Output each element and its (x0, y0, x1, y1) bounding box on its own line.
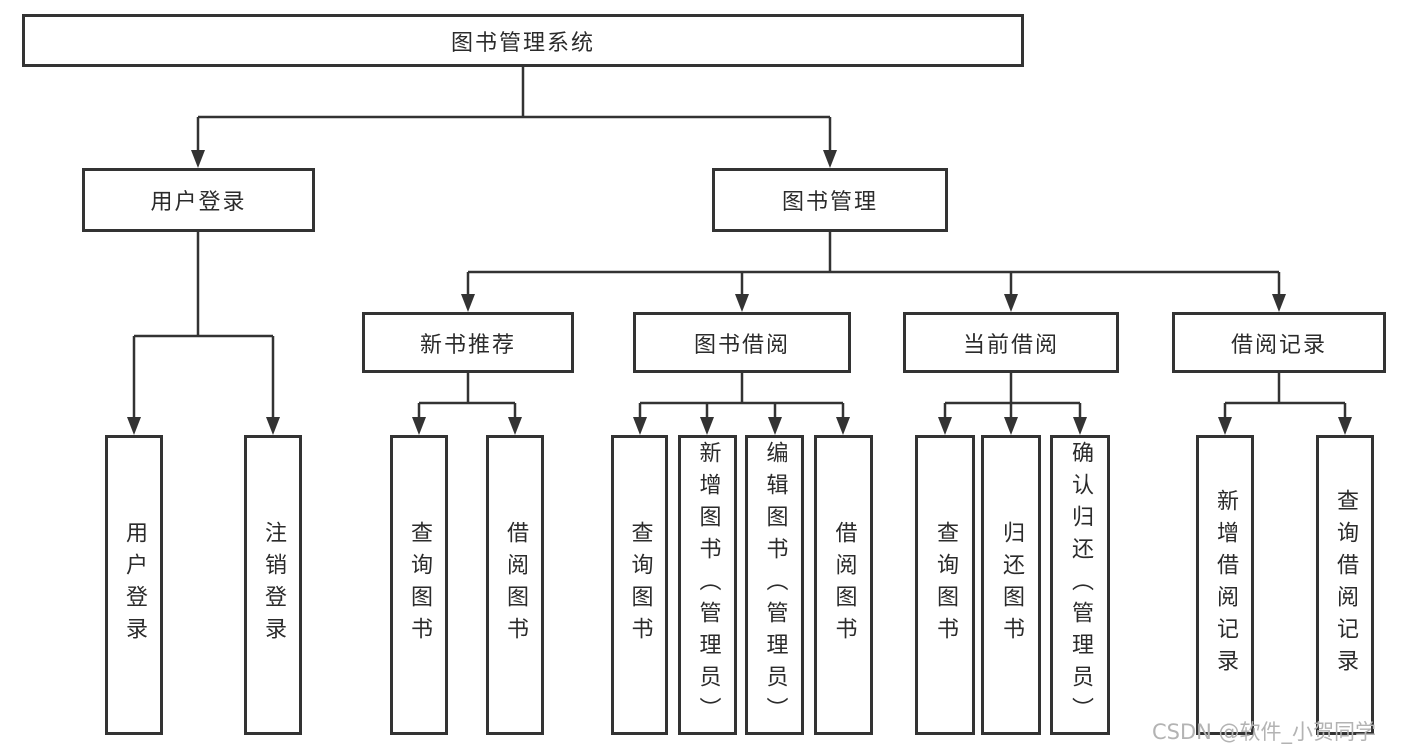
node-book-borrow: 图书借阅 (633, 312, 851, 373)
connector-bookborrow-to-leaves (638, 373, 845, 419)
leaf-edit-books-admin: 编辑图书（管理员） (745, 435, 804, 735)
leaf-query-books-current: 查询图书 (915, 435, 975, 735)
leaf-query-books: 查询图书 (611, 435, 668, 735)
leaf-add-books-admin: 新增图书（管理员） (678, 435, 737, 735)
leaf-logout: 注销登录 (244, 435, 302, 735)
connector-currentborrow-to-leaves (943, 373, 1082, 419)
arrowheads (127, 150, 1352, 435)
leaf-borrow-books-recommend: 借阅图书 (486, 435, 544, 735)
node-borrow-records: 借阅记录 (1172, 312, 1386, 373)
leaf-return-books: 归还图书 (981, 435, 1041, 735)
leaf-user-login: 用户登录 (105, 435, 163, 735)
leaf-query-borrow-record: 查询借阅记录 (1316, 435, 1374, 735)
connector-borrowrecords-to-leaves (1223, 373, 1347, 419)
node-new-book-recommend: 新书推荐 (362, 312, 574, 373)
connector-newbooks-to-leaves (417, 373, 517, 419)
leaf-borrow-books: 借阅图书 (814, 435, 873, 735)
connector-userlogin-to-leaves (132, 232, 275, 419)
leaf-add-borrow-record: 新增借阅记录 (1196, 435, 1254, 735)
csdn-watermark: CSDN @软件_小贺同学 (1152, 720, 1377, 744)
connector-bookmgmt-to-level3 (466, 232, 1281, 296)
node-user-login: 用户登录 (82, 168, 315, 232)
node-book-management: 图书管理 (712, 168, 948, 232)
node-root-library-system: 图书管理系统 (22, 14, 1024, 67)
leaf-query-books-recommend: 查询图书 (390, 435, 448, 735)
node-current-borrow: 当前借阅 (903, 312, 1119, 373)
leaf-confirm-return-admin: 确认归还（管理员） (1050, 435, 1110, 735)
connector-root-to-level2 (196, 67, 832, 152)
